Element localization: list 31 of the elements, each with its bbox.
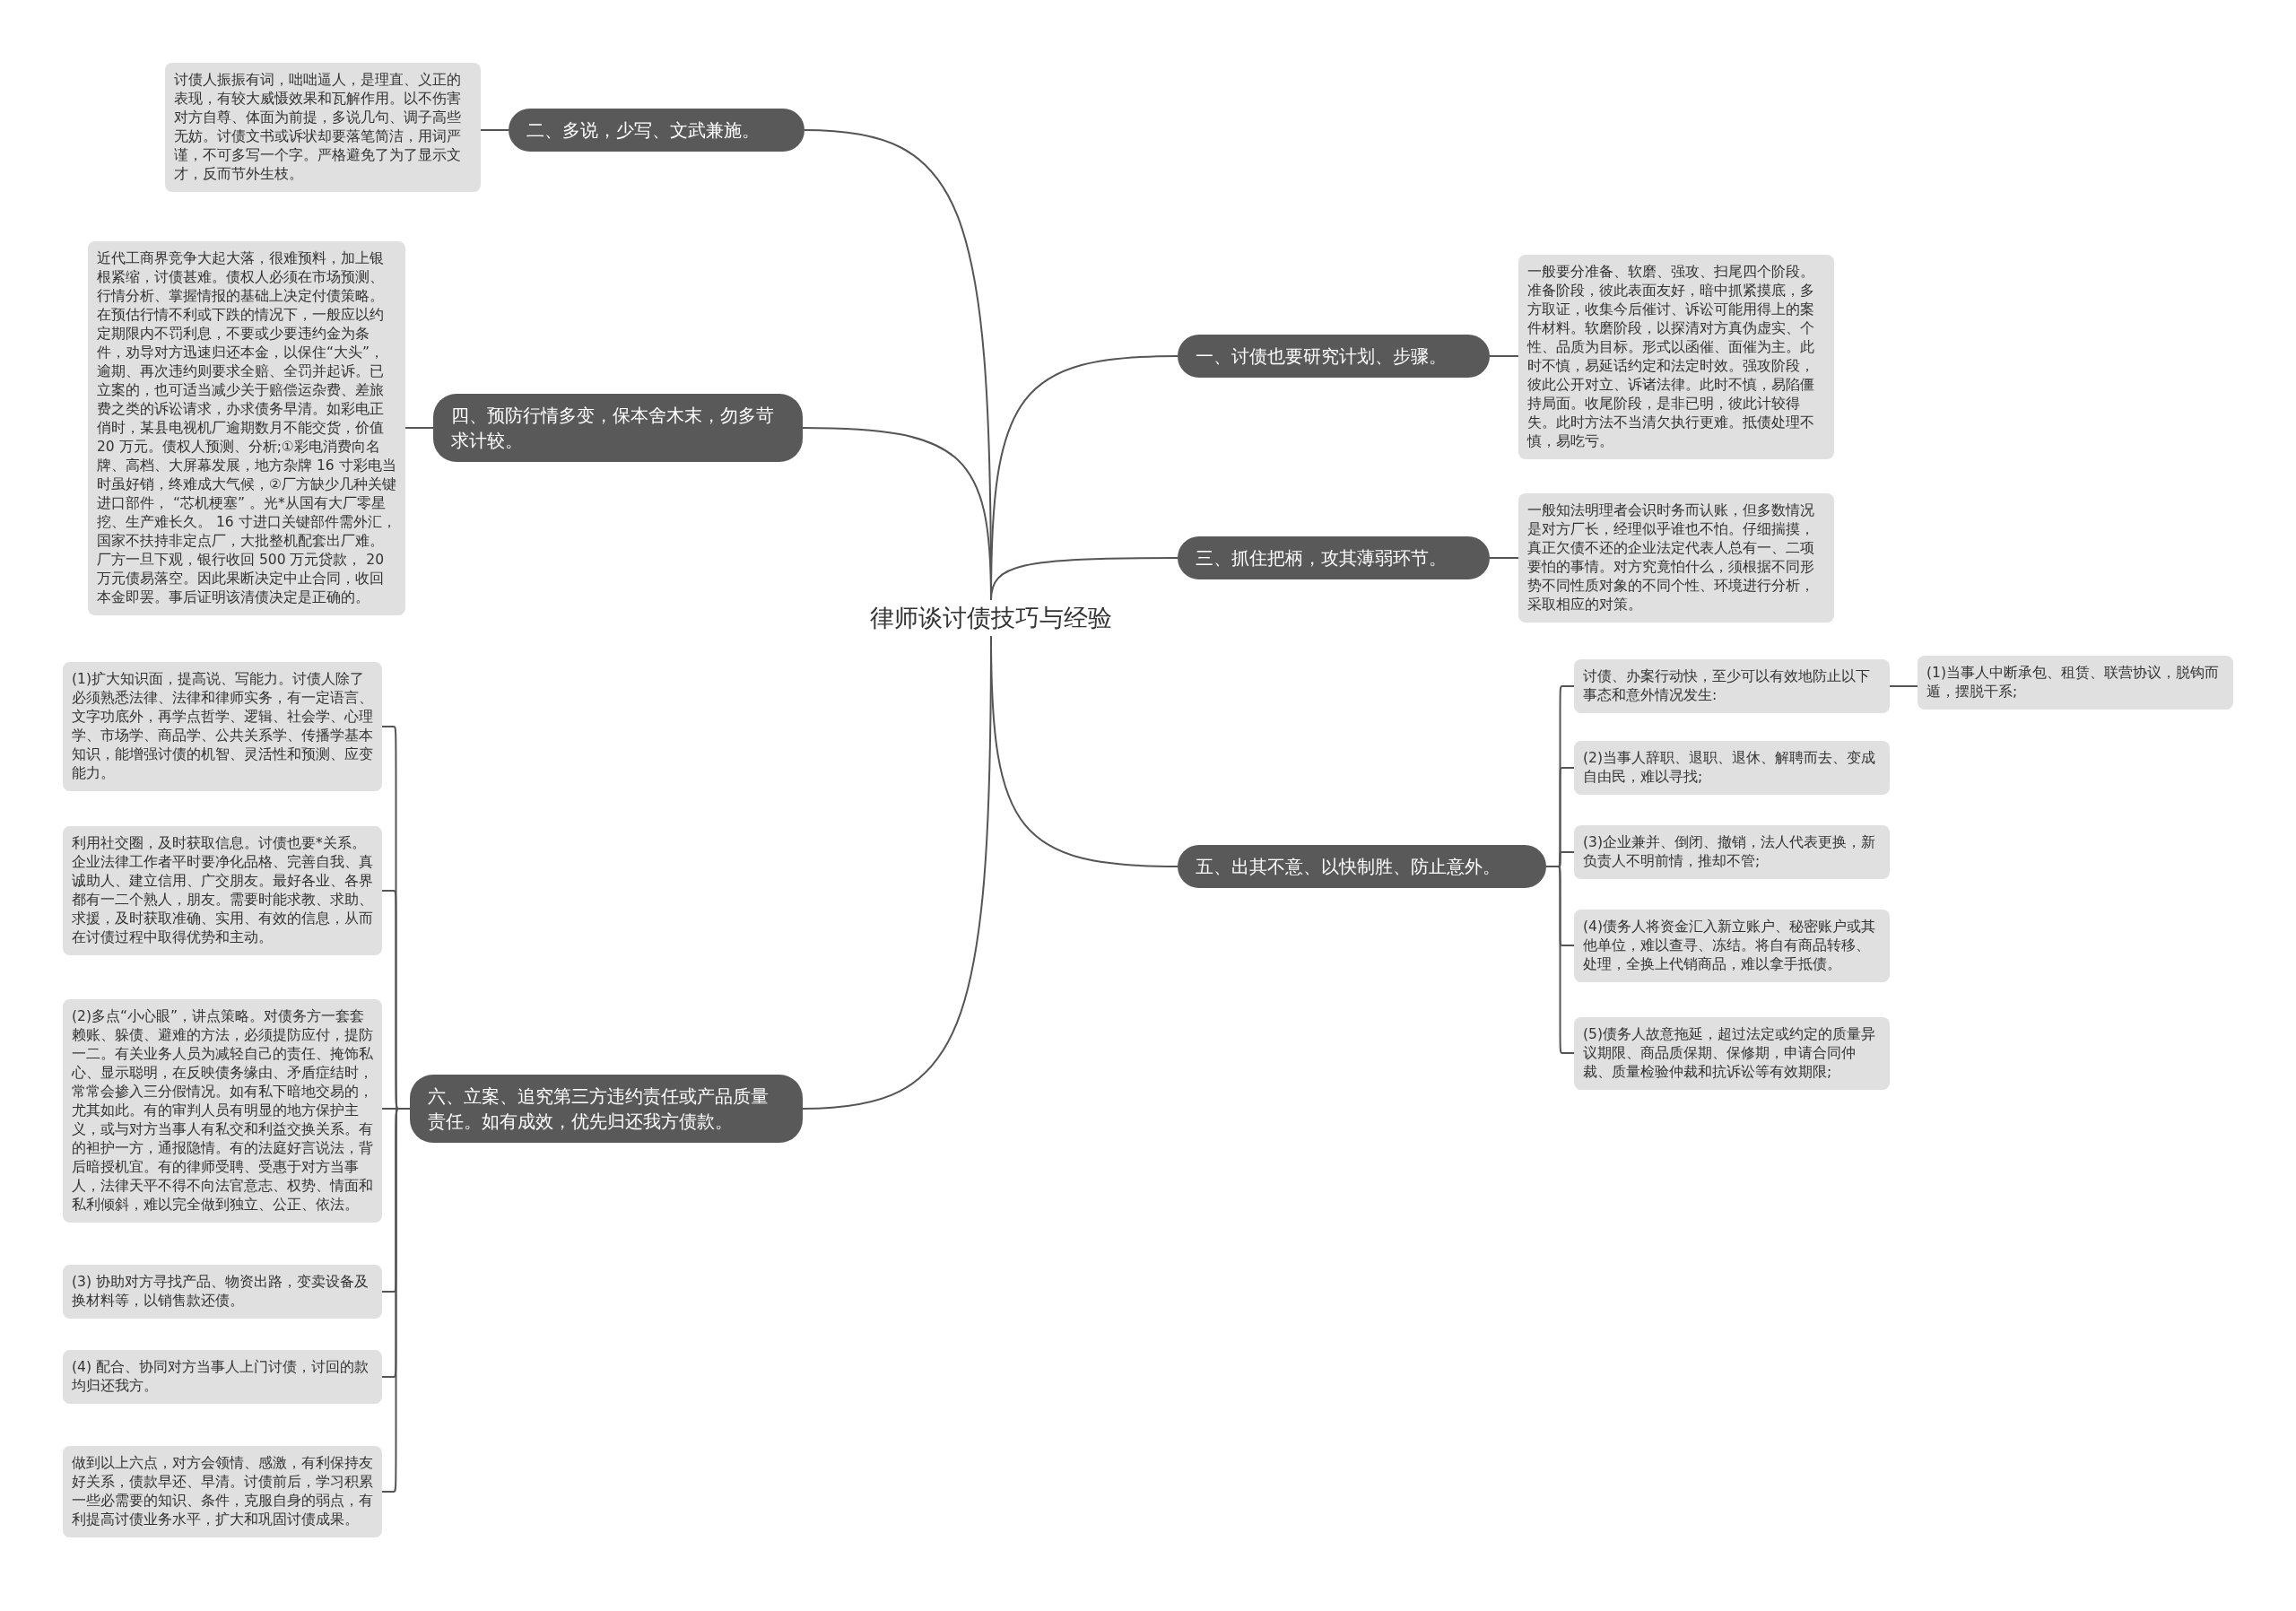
connector-line	[480, 129, 509, 131]
topic-box: 六、立案、追究第三方违约责任或产品质量责任。如有成效，优先归还我方债款。	[410, 1075, 803, 1143]
note-box: (1)当事人中断承包、租赁、联营协议，脱钩而遁，摆脱干系;	[1918, 656, 2233, 710]
note-box: (4) 配合、协同对方当事人上门讨债，讨回的款均归还我方。	[63, 1350, 382, 1404]
connector-line	[404, 427, 434, 429]
note-box: (5)债务人故意拖延，超过法定或约定的质量异议期限、商品质保期、保修期，申请合同仲裁、质量检验仲裁和抗诉讼等有效期限;	[1574, 1016, 1890, 1090]
note-box: (2)当事人辞职、退职、退休、解聘而去、变成自由民，难以寻找;	[1574, 741, 1890, 795]
topic-box: 五、出其不意、以快制胜、防止意外。	[1178, 845, 1546, 888]
central-topic: 律师谈讨债技巧与经验	[857, 597, 1126, 640]
note-box: (4)债务人将资金汇入新立账户、秘密账户或其他单位，难以查寻、冻结。将自有商品转移、处理，全换上代销商品，难以拿手抵债。	[1574, 909, 1890, 982]
note-box: 近代工商界竞争大起大落，很难预料，加上银根紧缩，讨债甚难。债权人必须在市场预测、行情分析、掌握情报的基础上决定付债策略。在预估行情不利或下跌的情况下，一般应以约定期限内不罚利息，不要或少要违约金为条件，劝导对方迅速归还本金，以保住“大头”，逾期、再次违约则要求全赔、全罚并起诉。已立案的，也可适当减少关于赔偿运杂费、差旅费之类的诉讼请求，办求债务早清。如彩电正俏时，某县电视机厂逾期数月不能交货，价值 20 万元。债权人预测、分析;①彩电消费向名牌、高档、大屏幕发展，地方杂牌 16 寸彩电当时虽好销，终难成大气候，②厂方缺少几种关键进口部件， “芯机梗塞” 。光*从国有大厂零星挖、生产难长久。 16 寸进口关键部件需外汇，国家不扶持非定点厂，大批整机配套出厂难。厂方一旦下观，银行收回 500 万元贷款， 20 万元债易落空。因此果断决定中止合同，收回本金即罢。事后证明该清债决定是正确的。	[88, 240, 405, 615]
connector-line	[1489, 355, 1519, 357]
note-box: 讨债、办案行动快，至少可以有效地防止以下事态和意外情况发生:	[1574, 659, 1890, 713]
note-box: 做到以上六点，对方会领情、感激，有利保持友好关系，债款早还、早清。讨债前后，学习积累一些必需要的知识、条件，克服自身的弱点，有利提高讨债业务水平，扩大和巩固讨债成果。	[63, 1446, 382, 1537]
note-box: 一般知法明理者会识时务而认账，但多数情况是对方厂长，经理似乎谁也不怕。仔细揣摸，真正欠债不还的企业法定代表人总有一、二项要怕的事情。对方究竟怕什么，须根据不同形势不同性质对象的不同个性、环境进行分析，采取相应的对策。	[1518, 493, 1834, 623]
note-box: (2)多点“小心眼”，讲点策略。对债务方一套套赖账、躲债、避难的方法，必须提防应付，提防一二。有关业务人员为减轻自己的责任、掩饰私心、显示聪明，在反映债务缘由、矛盾症结时，常常会掺入三分假情况。如有私下暗地交易的，尤其如此。有的审判人员有明显的地方保护主义，或与对方当事人有私交和利益交换关系。有的袒护一方，通报隐情。有的法庭好言说法，背后暗授机宜。有的律师受聘、受惠于对方当事人，法律天平不得不向法官意志、权势、情面和私利倾斜，难以完全做到独立、公正、依法。	[63, 998, 382, 1223]
connector-line	[1545, 866, 1575, 1054]
topic-box: 一、讨债也要研究计划、步骤。	[1178, 335, 1490, 378]
note-box: (3)企业兼并、倒闭、撤销，法人代表更换，新负责人不明前情，推却不管;	[1574, 825, 1890, 879]
connector-line	[1889, 685, 1918, 687]
connector-line	[802, 635, 992, 1110]
topic-box: 三、抓住把柄，攻其薄弱环节。	[1178, 536, 1490, 579]
connector-line	[1489, 557, 1519, 559]
note-box: (3) 协助对方寻找产品、物资出路，变卖设备及换材料等，以销售款还债。	[63, 1265, 382, 1319]
note-box: 利用社交圈，及时获取信息。讨债也要*关系。企业法律工作者平时要净化品格、完善自我、真诚助人、建立信用、广交朋友。最好各业、各界都有一二个熟人，朋友。需要时能求教、求助、求援，及时获取准确、实用、有效的信息，从而在讨债过程中取得优势和主动。	[63, 826, 382, 955]
topic-box: 二、多说，少写、文武兼施。	[509, 109, 804, 152]
topic-box: 四、预防行情多变，保本舍木末，勿多苛求计较。	[433, 394, 803, 462]
note-box: 讨债人振振有词，咄咄逼人，是理直、义正的表现，有较大威慑效果和瓦解作用。以不伤害对方自尊、体面为前提，多说几句、调子高些无妨。讨债文书或诉状却要落笔简洁，用词严谨，不可多写一个字。严格避免了为了显示文才，反而节外生枝。	[165, 63, 481, 192]
note-box: 一般要分准备、软磨、强攻、扫尾四个阶段。准备阶段，彼此表面友好，暗中抓紧摸底，多方取证，收集今后催讨、诉讼可能用得上的案件材料。软磨阶段，以探清对方真伪虚实、个性、品质为目标。形式以函催、面催为主。此时不慎，易延话约定和法定时效。强攻阶段，彼此公开对立、诉诸法律。此时不慎，易陷僵持局面。收尾阶段，是非已明，彼此计较得失。此时方法不当清欠执行更难。抵债处理不慎，易吃亏。	[1518, 255, 1834, 459]
connector-line	[990, 557, 1178, 601]
note-box: (1)扩大知识面，提高说、写能力。讨债人除了必须熟悉法律、法律和律师实务，有一定语言、文字功底外，再学点哲学、逻辑、社会学、心理学、市场学、商品学、公共关系学、传播学基本知识，能增强讨债的机智、灵活性和预测、应变能力。	[63, 662, 382, 791]
